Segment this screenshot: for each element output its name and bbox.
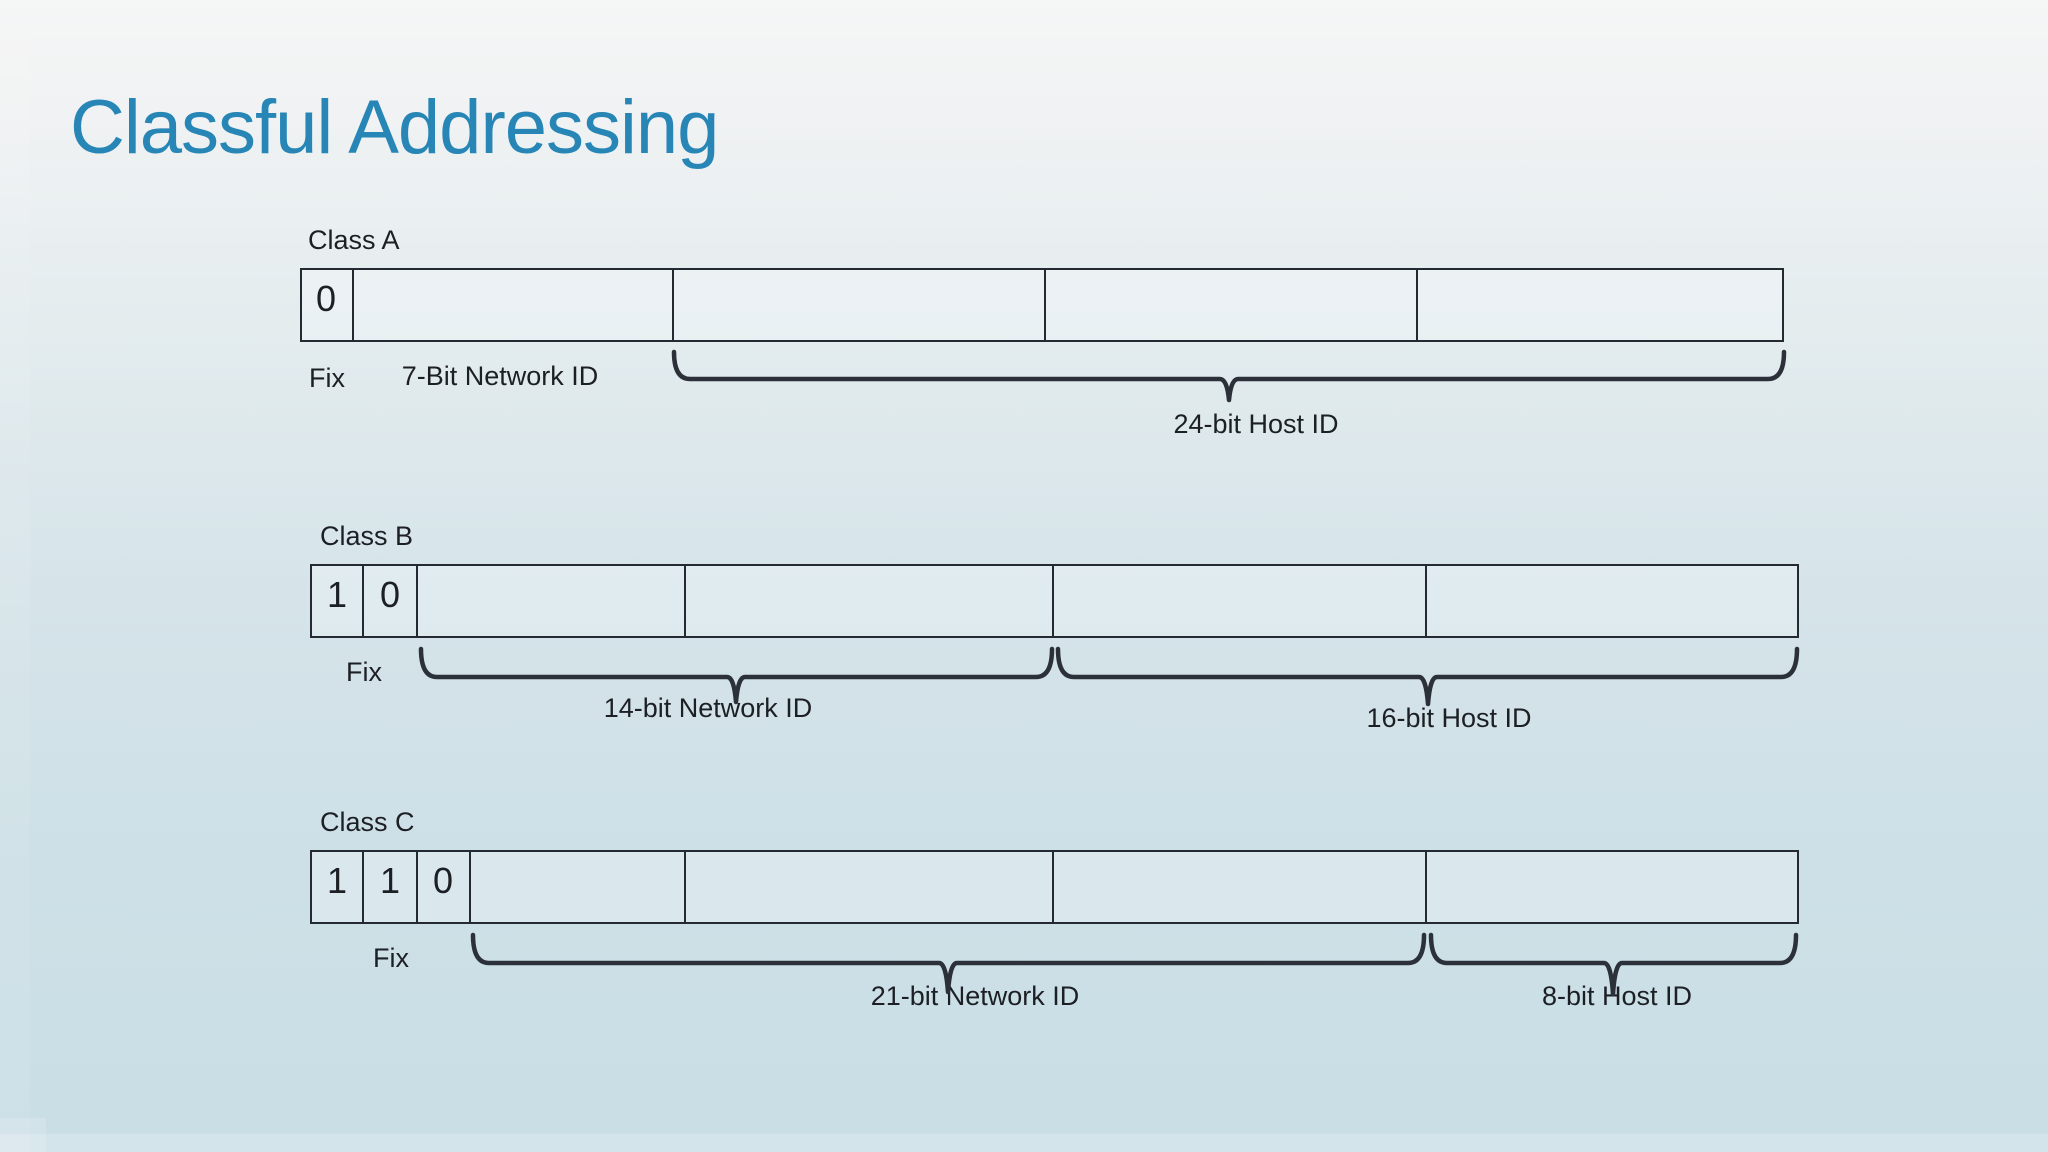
class-b-fix-bit-1: 0 — [379, 574, 401, 615]
class-a-fix-bit-0: 0 — [315, 278, 337, 319]
class-c-octet-divider-2 — [1052, 852, 1054, 922]
page-title: Classful Addressing — [70, 85, 719, 170]
class-b-octet-divider-1 — [684, 566, 686, 636]
bottom-strip-tint — [0, 1134, 2048, 1152]
class-c-fix-bit-2: 0 — [432, 860, 454, 901]
class-a-octet-divider-1 — [672, 270, 674, 340]
class-c-octet-divider-3 — [1425, 852, 1427, 922]
class-a-fix-caption: Fix — [309, 363, 345, 393]
class-c-host-id-label: 8-bit Host ID — [1541, 981, 1693, 1011]
class-b-fix-bit-divider-1 — [362, 566, 364, 636]
class-c-label: Class C — [320, 807, 415, 837]
class-b-fix-caption: Fix — [346, 657, 382, 687]
class-a-label: Class A — [308, 225, 400, 255]
class-b-network-id-label: 14-bit Network ID — [603, 693, 813, 723]
class-c-bar — [310, 850, 1799, 924]
class-b-host-underbrace — [1055, 646, 1800, 707]
class-b-octet-divider-3 — [1425, 566, 1427, 636]
class-a-bar — [300, 268, 1784, 342]
class-c-fix-bit-1: 1 — [379, 860, 401, 901]
class-c-fix-bit-divider-2 — [416, 852, 418, 922]
class-b-label: Class B — [320, 521, 414, 551]
left-edge-tint — [0, 0, 30, 1152]
class-c-octet-divider-1 — [684, 852, 686, 922]
class-b-octet-divider-2 — [1052, 566, 1054, 636]
class-a-octet-divider-2 — [1044, 270, 1046, 340]
class-b-fix-bit-0: 1 — [326, 574, 348, 615]
class-b-host-id-label: 16-bit Host ID — [1366, 703, 1532, 733]
class-a-fix-bit-divider — [352, 270, 354, 340]
class-a-octet-divider-3 — [1416, 270, 1418, 340]
class-a-host-id-label: 24-bit Host ID — [1173, 409, 1339, 439]
class-c-fix-bit-divider-1 — [362, 852, 364, 922]
class-c-fix-bit-0: 1 — [326, 860, 348, 901]
class-b-fix-bit-divider-2 — [416, 566, 418, 636]
class-c-network-id-label: 21-bit Network ID — [870, 981, 1080, 1011]
class-a-network-id-label: 7-Bit Network ID — [401, 361, 599, 391]
class-a-host-underbrace — [671, 349, 1787, 403]
corner-square-tint — [0, 1118, 46, 1152]
class-c-fix-bit-divider-3 — [469, 852, 471, 922]
class-b-bar — [310, 564, 1799, 638]
class-c-fix-caption: Fix — [373, 943, 409, 973]
